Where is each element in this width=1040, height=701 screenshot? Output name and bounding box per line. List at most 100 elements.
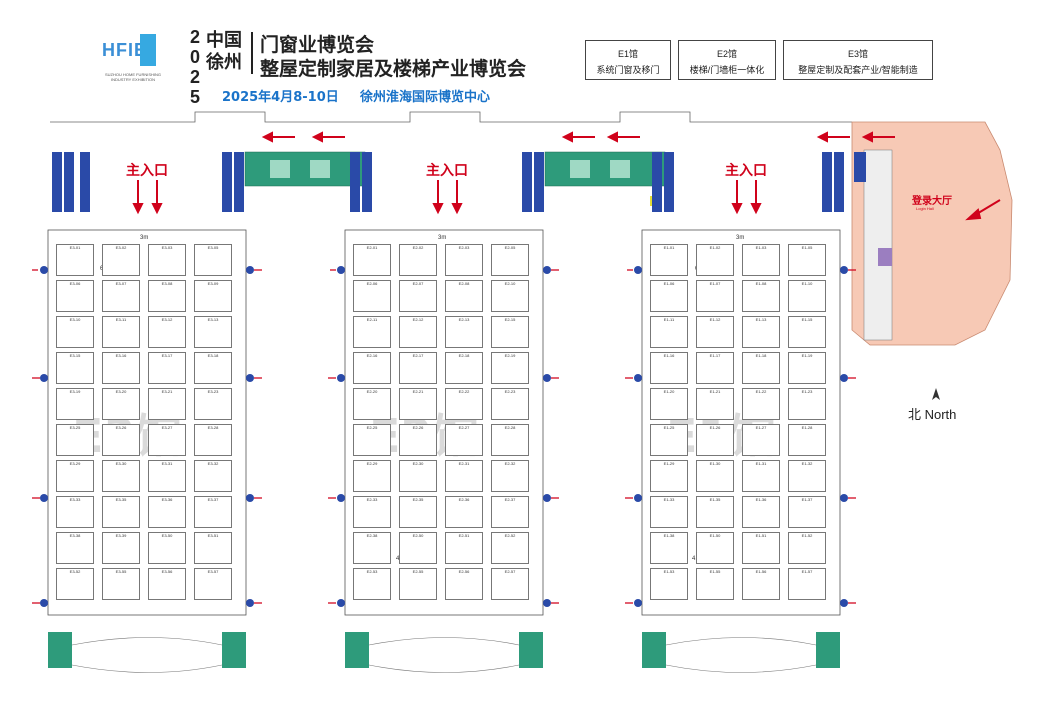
bottom-pavilions (48, 632, 840, 668)
booth-e2-21: E2-21 (399, 388, 437, 420)
side-exit-arrows (32, 269, 856, 604)
booth-e1-37: E1-37 (788, 496, 826, 528)
booth-e3-18: E3-18 (194, 352, 232, 384)
booth-e1-28: E1-28 (788, 424, 826, 456)
booth-e1-31: E1-31 (742, 460, 780, 492)
booth-e2-11: E2-11 (353, 316, 391, 348)
booth-e3-09: E3-09 (194, 280, 232, 312)
booth-e2-23: E2-23 (491, 388, 529, 420)
booth-e1-32: E1-32 (788, 460, 826, 492)
login-room-purple (878, 248, 892, 266)
login-stairs (854, 152, 866, 182)
booth-e3-08: E3-08 (148, 280, 186, 312)
booth-e3-21: E3-21 (148, 388, 186, 420)
booth-e2-28: E2-28 (491, 424, 529, 456)
booth-e3-13: E3-13 (194, 316, 232, 348)
booth-e2-10: E2-10 (491, 280, 529, 312)
booth-e1-53: E1-53 (650, 568, 688, 600)
booth-e2-01: E2-01 (353, 244, 391, 276)
corridor-room (270, 160, 290, 178)
booth-e3-16: E3-16 (102, 352, 140, 384)
booth-e2-30: E2-30 (399, 460, 437, 492)
booth-e1-56: E1-56 (742, 568, 780, 600)
booth-e2-31: E2-31 (445, 460, 483, 492)
booth-e1-19: E1-19 (788, 352, 826, 384)
booth-e1-51: E1-51 (742, 532, 780, 564)
north-label: 北 North (908, 407, 957, 422)
title-line-2: 整屋定制家居及楼梯产业博览会 (260, 58, 527, 80)
booth-e2-32: E2-32 (491, 460, 529, 492)
main-entrance-e2: 主入口 (426, 163, 468, 179)
year: 2025 (185, 27, 205, 107)
booth-e1-20: E1-20 (650, 388, 688, 420)
legend-e1-name: E1馆 (617, 49, 638, 59)
title-divider (251, 32, 253, 74)
booth-e2-33: E2-33 (353, 496, 391, 528)
booth-e3-07: E3-07 (102, 280, 140, 312)
booth-e3-37: E3-37 (194, 496, 232, 528)
booth-e3-36: E3-36 (148, 496, 186, 528)
booth-e2-29: E2-29 (353, 460, 391, 492)
booth-e2-06: E2-06 (353, 280, 391, 312)
booth-e1-26: E1-26 (696, 424, 734, 456)
title-line-1: 门窗业博览会 (260, 34, 375, 56)
exit-markers (40, 266, 848, 607)
booth-e1-06: E1-06 (650, 280, 688, 312)
booth-e3-39: E3-39 (102, 532, 140, 564)
booth-e3-50: E3-50 (148, 532, 186, 564)
booth-e2-51: E2-51 (445, 532, 483, 564)
booth-e1-52: E1-52 (788, 532, 826, 564)
site-boundary (50, 111, 852, 123)
booth-e1-30: E1-30 (696, 460, 734, 492)
booth-e2-15: E2-15 (491, 316, 529, 348)
legend-e1: E1馆 系统门窗及移门 (585, 40, 671, 80)
hfie-logo: HFIE SUZHOU HOME FURNISHING INDUSTRY EXH… (96, 30, 170, 86)
booth-e1-23: E1-23 (788, 388, 826, 420)
login-hall-rooms (863, 149, 893, 341)
booth-e2-20: E2-20 (353, 388, 391, 420)
booth-e3-30: E3-30 (102, 460, 140, 492)
booth-e3-11: E3-11 (102, 316, 140, 348)
booth-e3-28: E3-28 (194, 424, 232, 456)
booth-e2-16: E2-16 (353, 352, 391, 384)
booth-e1-55: E1-55 (696, 568, 734, 600)
booth-e3-10: E3-10 (56, 316, 94, 348)
booth-e2-18: E2-18 (445, 352, 483, 384)
booth-e1-22: E1-22 (742, 388, 780, 420)
booth-e3-56: E3-56 (148, 568, 186, 600)
main-entrance-e3: 主入口 (126, 163, 168, 179)
booth-e2-53: E2-53 (353, 568, 391, 600)
booth-e2-03: E2-03 (445, 244, 483, 276)
logo-door-icon (140, 34, 156, 66)
booth-e3-27: E3-27 (148, 424, 186, 456)
booth-e3-01: E3-01 (56, 244, 94, 276)
booth-e1-50: E1-50 (696, 532, 734, 564)
booth-e3-35: E3-35 (102, 496, 140, 528)
booth-e2-22: E2-22 (445, 388, 483, 420)
booth-e1-02: E1-02 (696, 244, 734, 276)
logo-mark-icon: HFIE (96, 30, 156, 70)
booth-e2-55: E2-55 (399, 568, 437, 600)
booth-e3-32: E3-32 (194, 460, 232, 492)
booth-e2-37: E2-37 (491, 496, 529, 528)
booth-e1-13: E1-13 (742, 316, 780, 348)
corridor-room (570, 160, 590, 178)
booth-e1-01: E1-01 (650, 244, 688, 276)
corridor-e2-e1 (544, 151, 666, 187)
booth-e3-25: E3-25 (56, 424, 94, 456)
booth-e1-25: E1-25 (650, 424, 688, 456)
booth-e1-10: E1-10 (788, 280, 826, 312)
booth-e2-19: E2-19 (491, 352, 529, 384)
booth-e1-12: E1-12 (696, 316, 734, 348)
booth-e2-13: E2-13 (445, 316, 483, 348)
booth-e3-12: E3-12 (148, 316, 186, 348)
booth-e3-15: E3-15 (56, 352, 94, 384)
booth-e3-29: E3-29 (56, 460, 94, 492)
booth-e3-17: E3-17 (148, 352, 186, 384)
north-arrow-icon (932, 388, 940, 400)
legend-e3-name: E3馆 (847, 49, 868, 59)
legend-e1-desc: 系统门窗及移门 (596, 65, 660, 75)
login-hall-label-en: Login Hall (916, 206, 934, 211)
